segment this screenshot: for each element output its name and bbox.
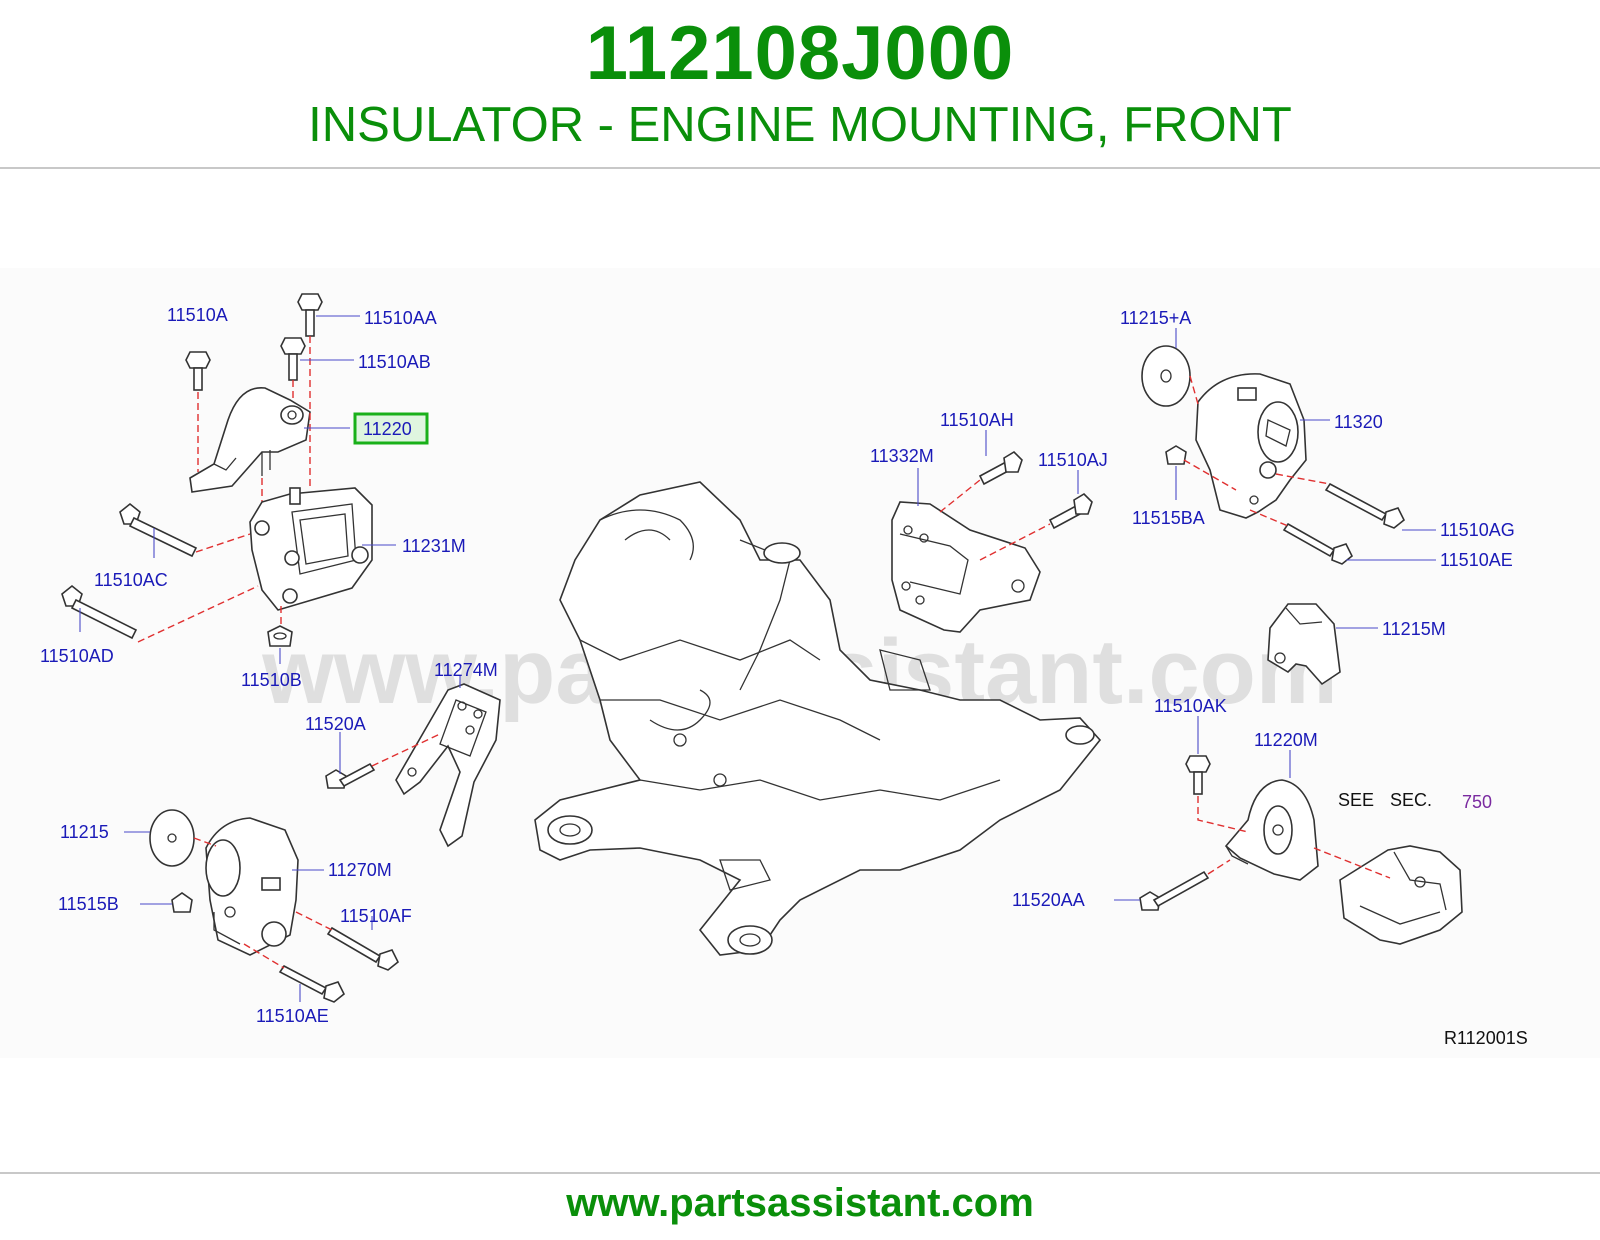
insulator-11270M-drawing[interactable] — [205, 817, 299, 956]
nut-11515BA-drawing[interactable] — [1165, 445, 1187, 465]
washer-11215-drawing[interactable] — [149, 809, 195, 867]
callout-11510AC[interactable]: 11510AC — [94, 570, 168, 590]
bolt-11510AG-drawing[interactable] — [1324, 482, 1406, 529]
callout-11320[interactable]: 11320 — [1334, 412, 1383, 432]
bolt-11510AJ-drawing[interactable] — [1048, 492, 1093, 530]
bolt-11510A-drawing[interactable] — [185, 351, 211, 391]
callout-11510B[interactable]: 11510B — [241, 670, 302, 690]
callout-11510AK[interactable]: 11510AK — [1154, 696, 1227, 716]
callout-11515BA[interactable]: 11515BA — [1132, 508, 1205, 528]
bracket-11231M-drawing[interactable] — [249, 487, 373, 611]
callout-11510AF[interactable]: 11510AF — [340, 906, 412, 926]
bolt-11510AK-drawing[interactable] — [1185, 755, 1211, 795]
footer-url[interactable]: www.partsassistant.com — [566, 1181, 1034, 1225]
callout-11215[interactable]: 11215 — [60, 822, 109, 842]
insulator-11220M-drawing[interactable] — [1224, 779, 1319, 881]
callout-11510AE-right[interactable]: 11510AE — [1440, 550, 1513, 570]
callout-11231M[interactable]: 11231M — [402, 536, 466, 556]
callout-11215M[interactable]: 11215M — [1382, 619, 1446, 639]
bracket-11332M-drawing[interactable] — [891, 501, 1041, 633]
bolt-11510AB-drawing[interactable] — [280, 337, 306, 381]
stopper-11215M-drawing[interactable] — [1267, 603, 1341, 686]
footer-divider — [0, 1172, 1600, 1174]
sec-label: SEC. — [1390, 790, 1432, 810]
bolt-11520AA-drawing[interactable] — [1139, 870, 1210, 911]
callout-11274M[interactable]: 11274M — [434, 660, 498, 680]
see-label: SEE — [1338, 790, 1374, 810]
callout-11510AH[interactable]: 11510AH — [940, 410, 1014, 430]
callout-11510AB[interactable]: 11510AB — [358, 352, 431, 372]
section-750-link[interactable]: 750 — [1462, 792, 1492, 812]
nut-11510B-drawing[interactable] — [267, 625, 293, 647]
header-divider — [0, 167, 1600, 169]
bolt-11510AC-drawing[interactable] — [119, 502, 198, 558]
callout-11510AA[interactable]: 11510AA — [364, 308, 437, 328]
callout-11520AA[interactable]: 11520AA — [1012, 890, 1085, 910]
bolt-11510AF-drawing[interactable] — [326, 926, 400, 971]
highlight-box-11220 — [353, 412, 429, 445]
bracket-11274M-drawing[interactable] — [395, 683, 501, 848]
bolt-11520A-drawing[interactable] — [325, 762, 376, 789]
part-description: INSULATOR - ENGINE MOUNTING, FRONT — [308, 98, 1292, 152]
callout-11220M[interactable]: 11220M — [1254, 730, 1318, 750]
callout-11510A[interactable]: 11510A — [167, 305, 228, 325]
callout-11510AG[interactable]: 11510AG — [1440, 520, 1515, 540]
callout-11510AE-left[interactable]: 11510AE — [256, 1006, 329, 1026]
nut-11515B-drawing[interactable] — [171, 892, 193, 913]
callout-11515B[interactable]: 11515B — [58, 894, 119, 914]
bolt-11510AE-left-drawing[interactable] — [278, 964, 346, 1003]
callout-11270M[interactable]: 11270M — [328, 860, 392, 880]
callout-11220-highlighted[interactable]: 11220 — [363, 419, 412, 439]
bolt-11510AD-drawing[interactable] — [61, 584, 138, 640]
part-number-title: 112108J000 — [585, 11, 1015, 96]
engine-subframe-drawing — [534, 481, 1102, 956]
reference-code: R112001S — [1444, 1028, 1528, 1048]
callout-11520A[interactable]: 11520A — [305, 714, 366, 734]
bolt-11510AH-drawing[interactable] — [978, 450, 1023, 486]
washer-11215A-drawing[interactable] — [1141, 345, 1191, 407]
callout-11510AJ[interactable]: 11510AJ — [1038, 450, 1108, 470]
callout-11215-plus-A[interactable]: 11215+A — [1120, 308, 1191, 328]
callout-11510AD[interactable]: 11510AD — [40, 646, 114, 666]
insulator-11220-drawing[interactable] — [189, 387, 311, 493]
callout-11332M[interactable]: 11332M — [870, 446, 934, 466]
